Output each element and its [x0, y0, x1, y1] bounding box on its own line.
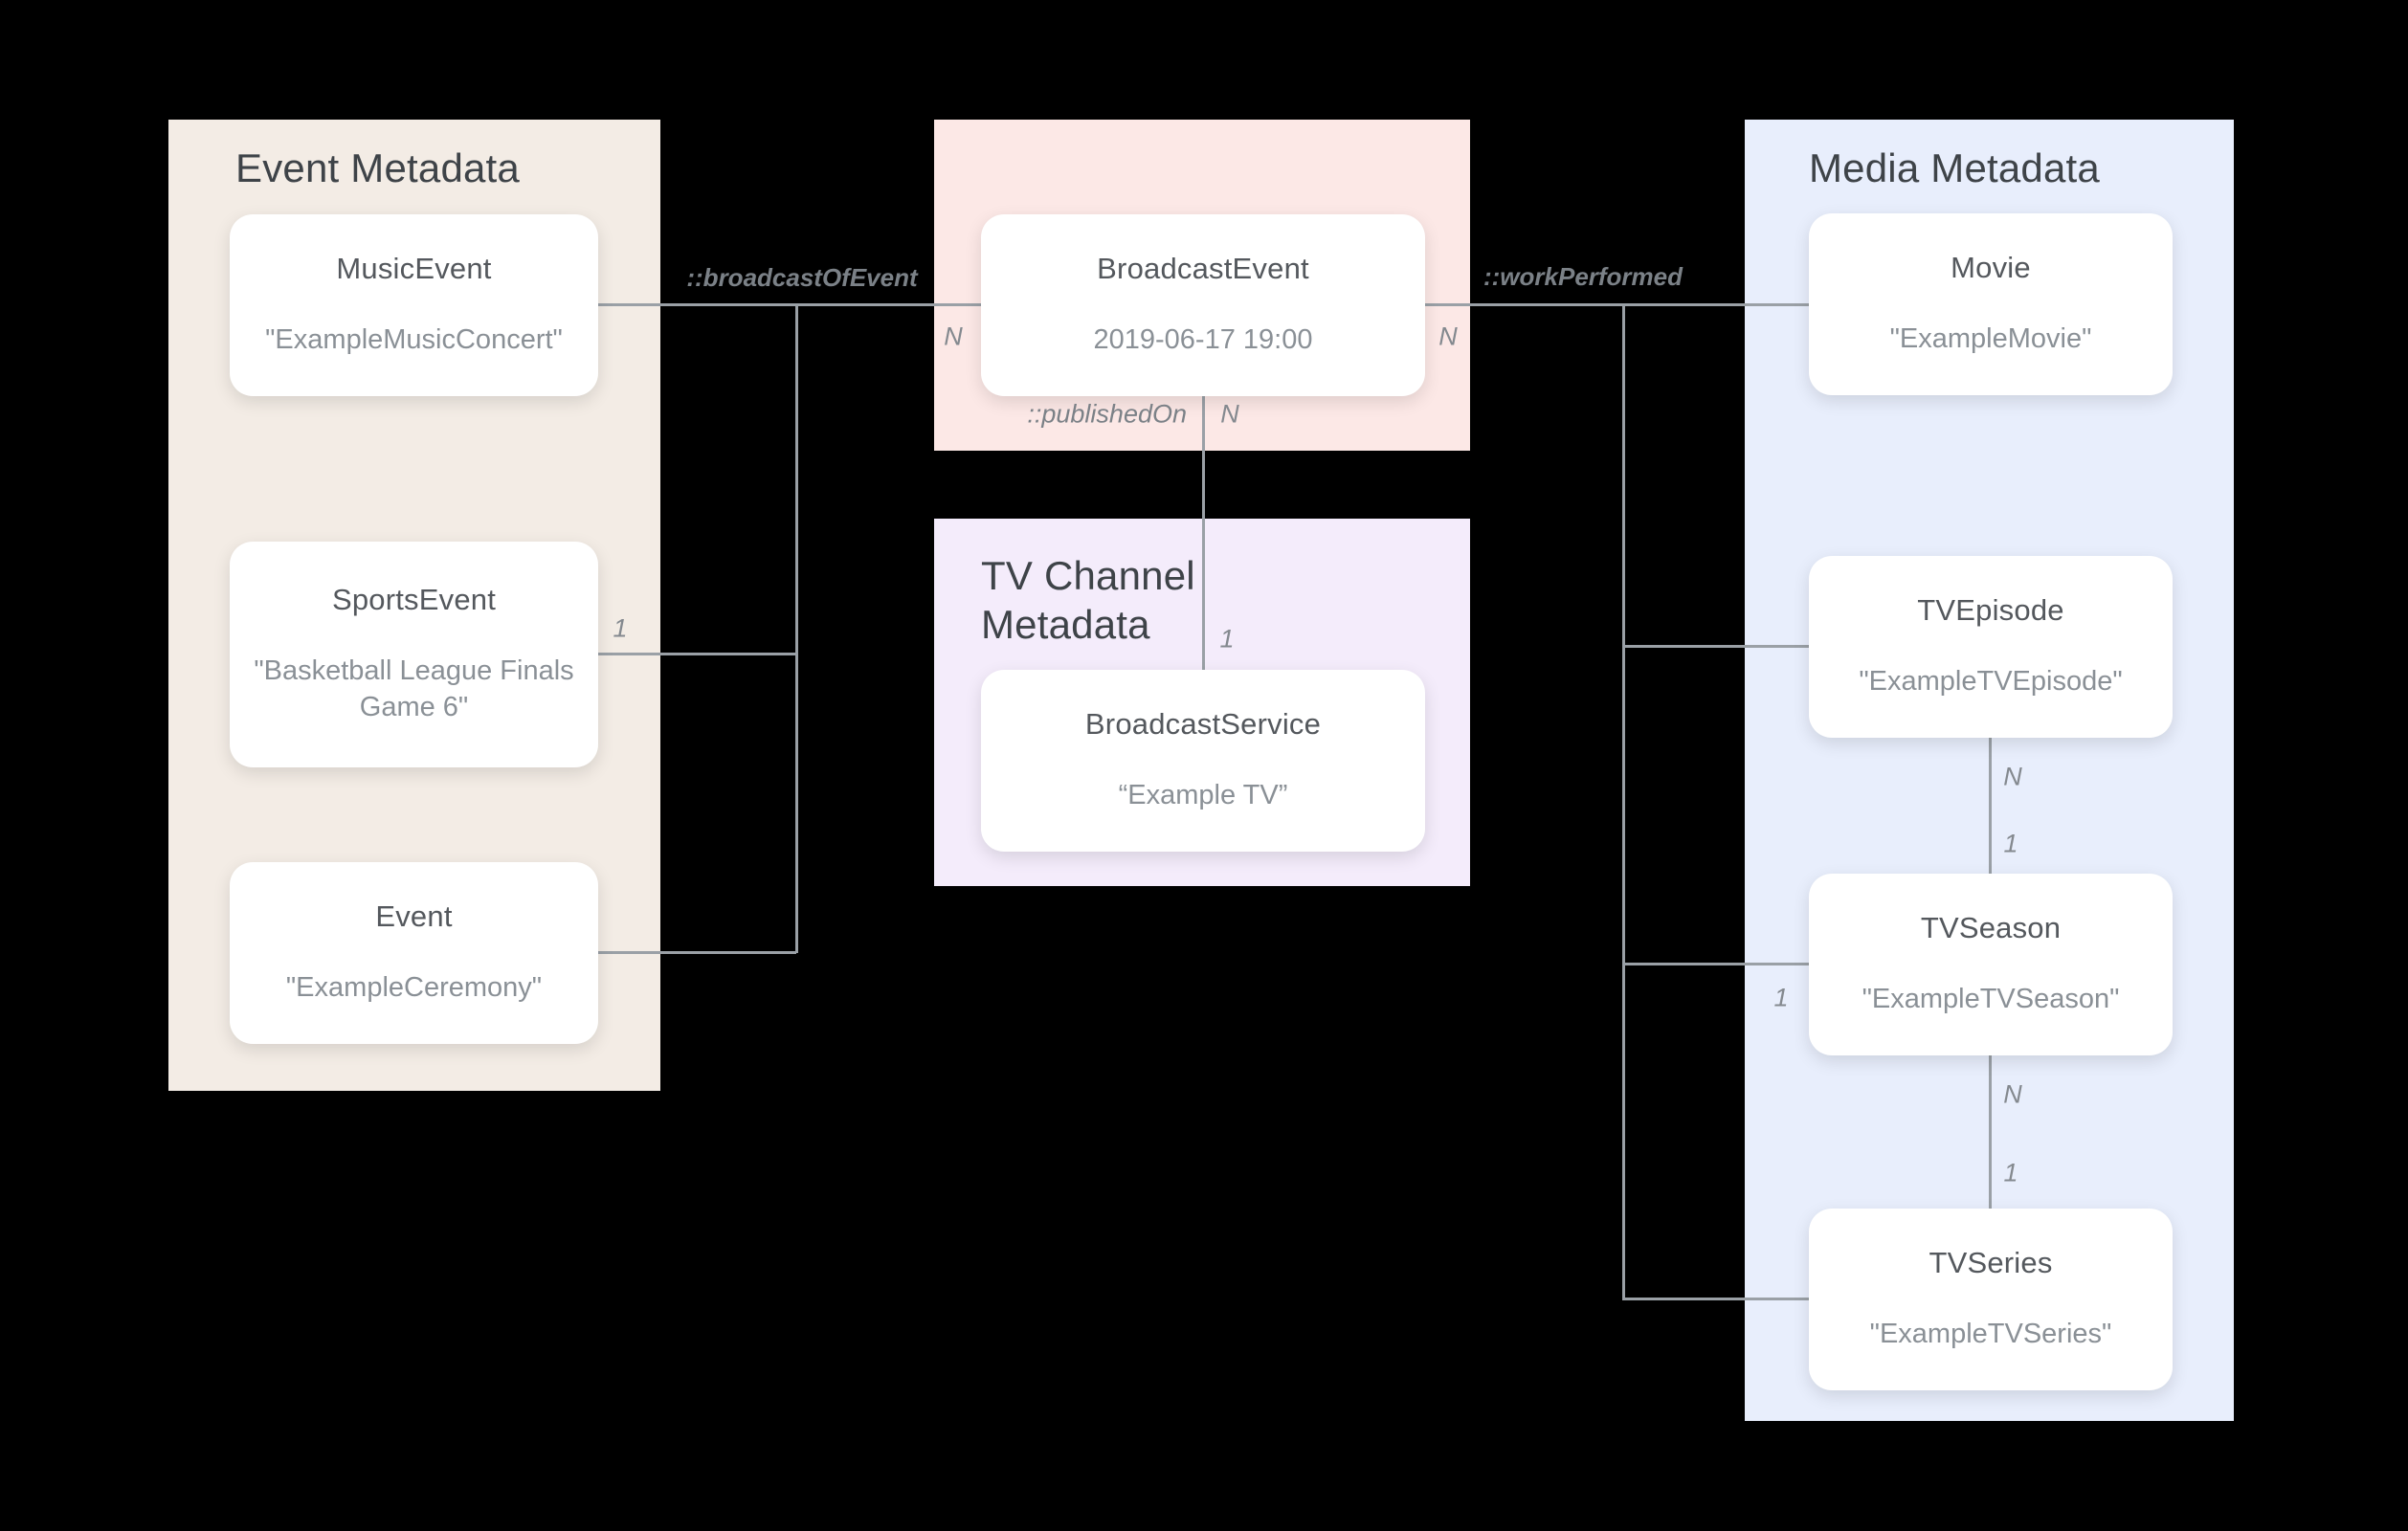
connector-tvepisode-tvseason	[1989, 738, 1992, 874]
broadcastevent-card-title: BroadcastEvent	[1097, 252, 1309, 286]
musicevent-card-title: MusicEvent	[336, 252, 492, 286]
connector-musicevent-broadcastevent	[598, 303, 981, 306]
connector-right-junction-vertical	[1622, 303, 1625, 1300]
movie-card-title: Movie	[1951, 251, 2031, 285]
tvepisode-card: TVEpisode "ExampleTVEpisode"	[1809, 556, 2173, 738]
tvseason-card-title: TVSeason	[1920, 911, 2062, 945]
movie-card: Movie "ExampleMovie"	[1809, 213, 2173, 395]
musicevent-card-subtitle: "ExampleMusicConcert"	[265, 324, 563, 356]
workperformed-relation-label: ::workPerformed	[1483, 262, 1683, 291]
cardinality-n-tvseason-tvseries: N	[2003, 1079, 2022, 1109]
broadcastservice-card-subtitle: “Example TV”	[1118, 780, 1288, 811]
event-card: Event "ExampleCeremony"	[230, 862, 598, 1044]
connector-tvseason-tvseries	[1989, 1055, 1992, 1209]
tvseason-card: TVSeason "ExampleTVSeason"	[1809, 874, 2173, 1055]
tvepisode-card-title: TVEpisode	[1917, 593, 2064, 628]
cardinality-1-tvepisode-tvseason: 1	[2003, 829, 2018, 858]
tvseries-card-title: TVSeries	[1929, 1246, 2053, 1280]
cardinality-n-publishedon: N	[1220, 399, 1239, 429]
media-metadata-title: Media Metadata	[1809, 145, 2100, 190]
cardinality-1-tvseason-tvseries: 1	[2003, 1158, 2018, 1187]
cardinality-n-broadcastofevent: N	[944, 322, 963, 351]
movie-card-subtitle: "ExampleMovie"	[1889, 323, 2092, 355]
publishedon-relation-label: ::publishedOn	[1027, 399, 1187, 429]
cardinality-n-tvepisode-tvseason: N	[2003, 762, 2022, 791]
cardinality-1-sportsevent: 1	[613, 613, 628, 643]
tvseason-card-subtitle: "ExampleTVSeason"	[1862, 984, 2120, 1015]
musicevent-card: MusicEvent "ExampleMusicConcert"	[230, 214, 598, 396]
event-metadata-title: Event Metadata	[235, 145, 520, 190]
tvseries-card-subtitle: "ExampleTVSeries"	[1869, 1319, 2112, 1350]
connector-left-junction-vertical	[795, 303, 798, 953]
sportsevent-card: SportsEvent "Basketball League Finals Ga…	[230, 542, 598, 767]
cardinality-1-publishedon: 1	[1219, 624, 1235, 654]
sportsevent-card-title: SportsEvent	[331, 583, 497, 617]
broadcastservice-card-title: BroadcastService	[1084, 707, 1322, 742]
connector-event-junction	[598, 951, 796, 954]
event-card-subtitle: "ExampleCeremony"	[285, 972, 543, 1004]
broadcastofevent-relation-label: ::broadcastOfEvent	[686, 263, 918, 292]
broadcastservice-card: BroadcastService “Example TV”	[981, 670, 1425, 852]
connector-broadcastevent-broadcastservice	[1202, 396, 1205, 670]
cardinality-n-workperformed: N	[1438, 322, 1458, 351]
broadcastevent-card-subtitle: 2019-06-17 19:00	[1093, 324, 1313, 356]
sportsevent-card-subtitle: "Basketball League Finals Game 6"	[254, 655, 574, 722]
tvepisode-card-subtitle: "ExampleTVEpisode"	[1859, 666, 2123, 698]
tv-channel-metadata-title: TV Channel Metadata	[981, 553, 1195, 648]
tvseries-card: TVSeries "ExampleTVSeries"	[1809, 1209, 2173, 1390]
connector-sportsevent-junction	[598, 653, 796, 655]
broadcastevent-card: BroadcastEvent 2019-06-17 19:00	[981, 214, 1425, 396]
event-card-title: Event	[375, 899, 453, 934]
connector-junction-tvseason	[1622, 963, 1809, 965]
cardinality-1-tvseason-branch: 1	[1773, 983, 1789, 1012]
connector-junction-tvepisode	[1622, 645, 1809, 648]
connector-junction-tvseries	[1622, 1298, 1809, 1300]
connector-broadcastevent-movie	[1425, 303, 1809, 306]
